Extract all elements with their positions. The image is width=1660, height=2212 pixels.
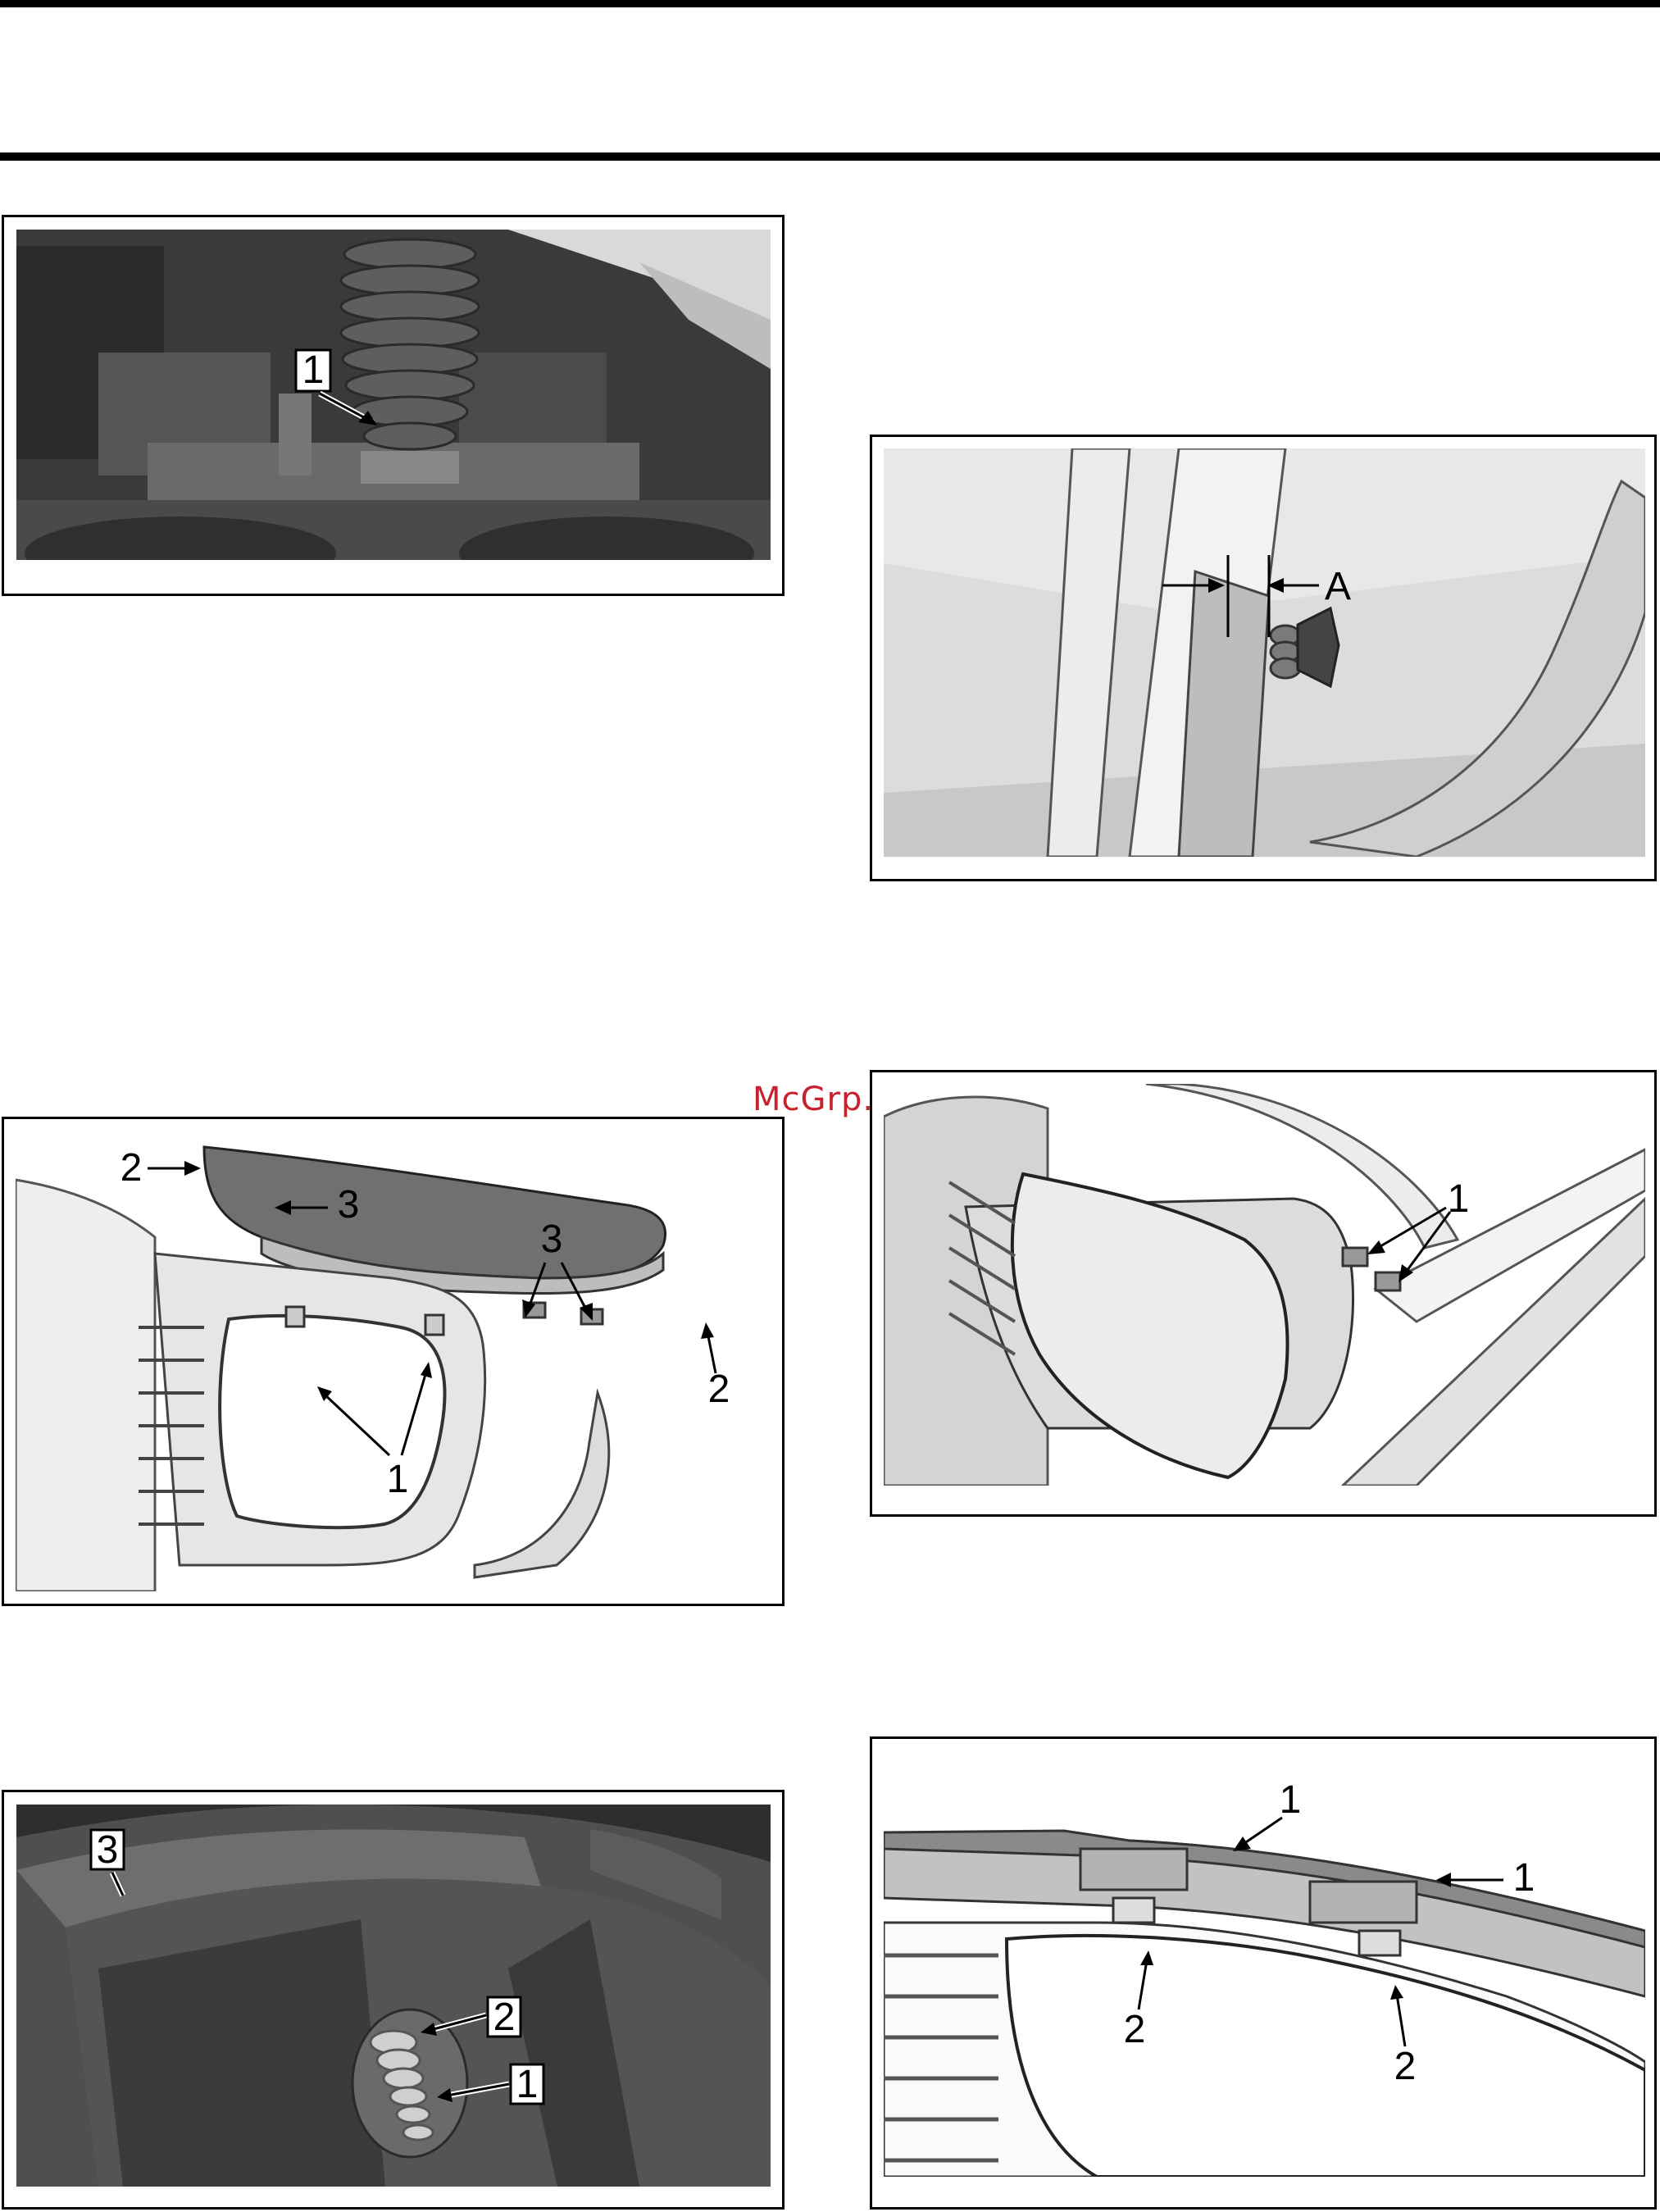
callout-label: 1 bbox=[516, 2063, 539, 2106]
figure-rail-tabs: 1 1 2 2 bbox=[870, 1736, 1657, 2210]
callout-layer: 2 3 3 1 2 bbox=[4, 1119, 787, 1609]
header-rule bbox=[0, 152, 1660, 161]
figure-panel-screw: 3 2 1 bbox=[2, 1790, 785, 2210]
callout-label: 1 bbox=[1448, 1177, 1470, 1221]
callout-label: 1 bbox=[1280, 1778, 1302, 1822]
figure-grille-tabs: 1 bbox=[870, 1070, 1657, 1517]
callout-label: 1 bbox=[387, 1458, 409, 1501]
figure-vent-tabs-open: 2 3 3 1 2 bbox=[2, 1117, 785, 1606]
callout-label: 2 bbox=[1394, 2045, 1417, 2088]
callout-label: 2 bbox=[1124, 2008, 1146, 2051]
callout-layer: 3 2 1 bbox=[4, 1792, 787, 2212]
figure-bellows-clip: 1 bbox=[2, 215, 785, 596]
callout-label: 2 bbox=[708, 1368, 730, 1411]
callout-label: 1 bbox=[1513, 1856, 1535, 1900]
callout-label: 3 bbox=[541, 1218, 563, 1261]
figure-wing-nut: A bbox=[870, 435, 1657, 881]
callout-layer: 1 bbox=[4, 217, 787, 599]
callout-label: 2 bbox=[493, 1996, 516, 2039]
callout-layer: A bbox=[872, 437, 1659, 884]
callout-label: 3 bbox=[97, 1828, 119, 1872]
top-rule bbox=[0, 0, 1660, 7]
callout-label: 2 bbox=[121, 1146, 143, 1190]
callout-label: 1 bbox=[302, 348, 325, 392]
callout-layer: 1 bbox=[872, 1072, 1659, 1519]
callout-label: A bbox=[1325, 565, 1351, 608]
callout-layer: 1 1 2 2 bbox=[872, 1739, 1659, 2212]
callout-label: 3 bbox=[338, 1183, 360, 1227]
